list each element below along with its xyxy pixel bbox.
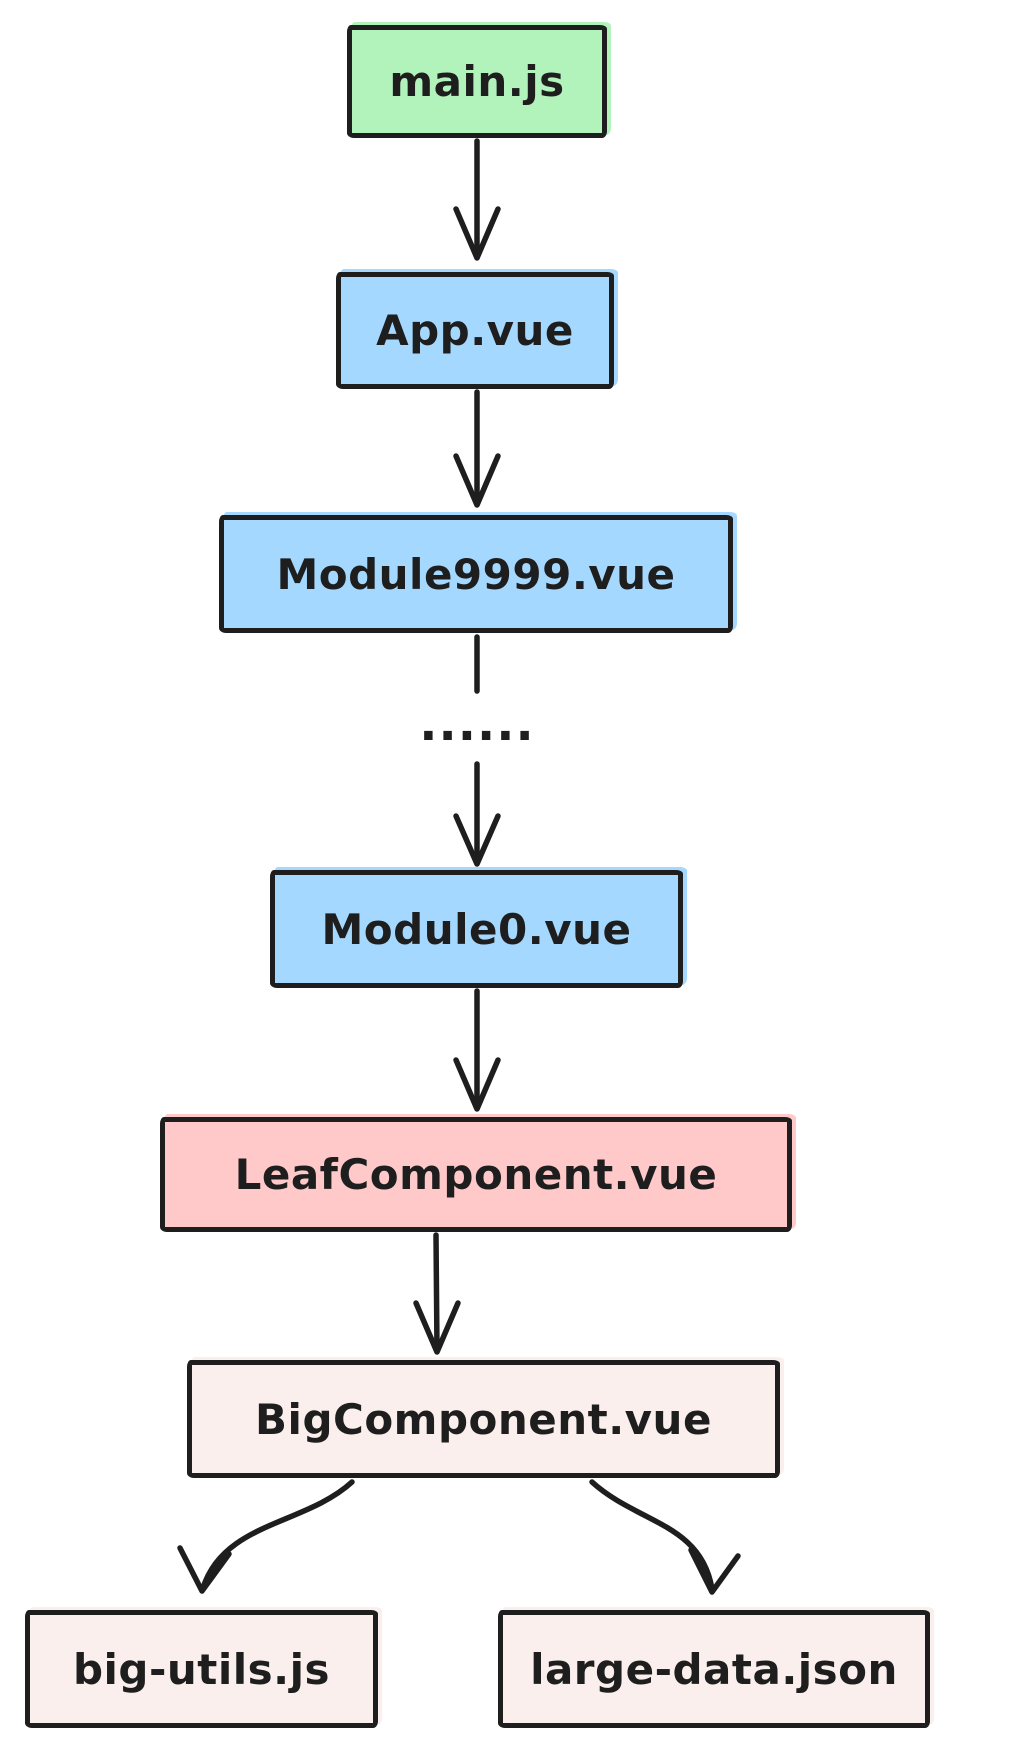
node-leafcomponent-vue-label: LeafComponent.vue <box>234 1150 718 1199</box>
node-module0-vue-label: Module0.vue <box>321 904 632 954</box>
arrow-module0-to-leaf <box>453 988 501 1112</box>
node-big-utils-js: big-utils.js <box>25 1610 378 1728</box>
node-module0-vue: Module0.vue <box>270 870 683 988</box>
node-app-vue: App.vue <box>336 272 614 389</box>
arrow-big-to-largedata <box>589 1479 741 1595</box>
node-main-js: main.js <box>347 25 607 138</box>
node-main-js-label: main.js <box>389 57 565 106</box>
arrow-app-to-module9999 <box>453 389 501 508</box>
node-module9999-vue: Module9999.vue <box>219 515 733 633</box>
ellipsis-text: ...... <box>419 696 535 752</box>
arrow-ellipsis-to-module0 <box>453 761 501 867</box>
node-module9999-vue-label: Module9999.vue <box>276 549 676 599</box>
arrow-main-to-app <box>453 138 501 261</box>
arrow-big-to-bigutils <box>177 1479 355 1594</box>
arrow-leaf-to-big <box>413 1232 461 1355</box>
node-large-data-json: large-data.json <box>498 1610 930 1728</box>
node-large-data-json-label: large-data.json <box>530 1644 898 1694</box>
node-leafcomponent-vue: LeafComponent.vue <box>160 1117 792 1232</box>
node-bigcomponent-vue: BigComponent.vue <box>187 1360 780 1478</box>
node-big-utils-js-label: big-utils.js <box>72 1644 331 1694</box>
node-app-vue-label: App.vue <box>376 306 574 355</box>
node-bigcomponent-vue-label: BigComponent.vue <box>255 1394 712 1444</box>
